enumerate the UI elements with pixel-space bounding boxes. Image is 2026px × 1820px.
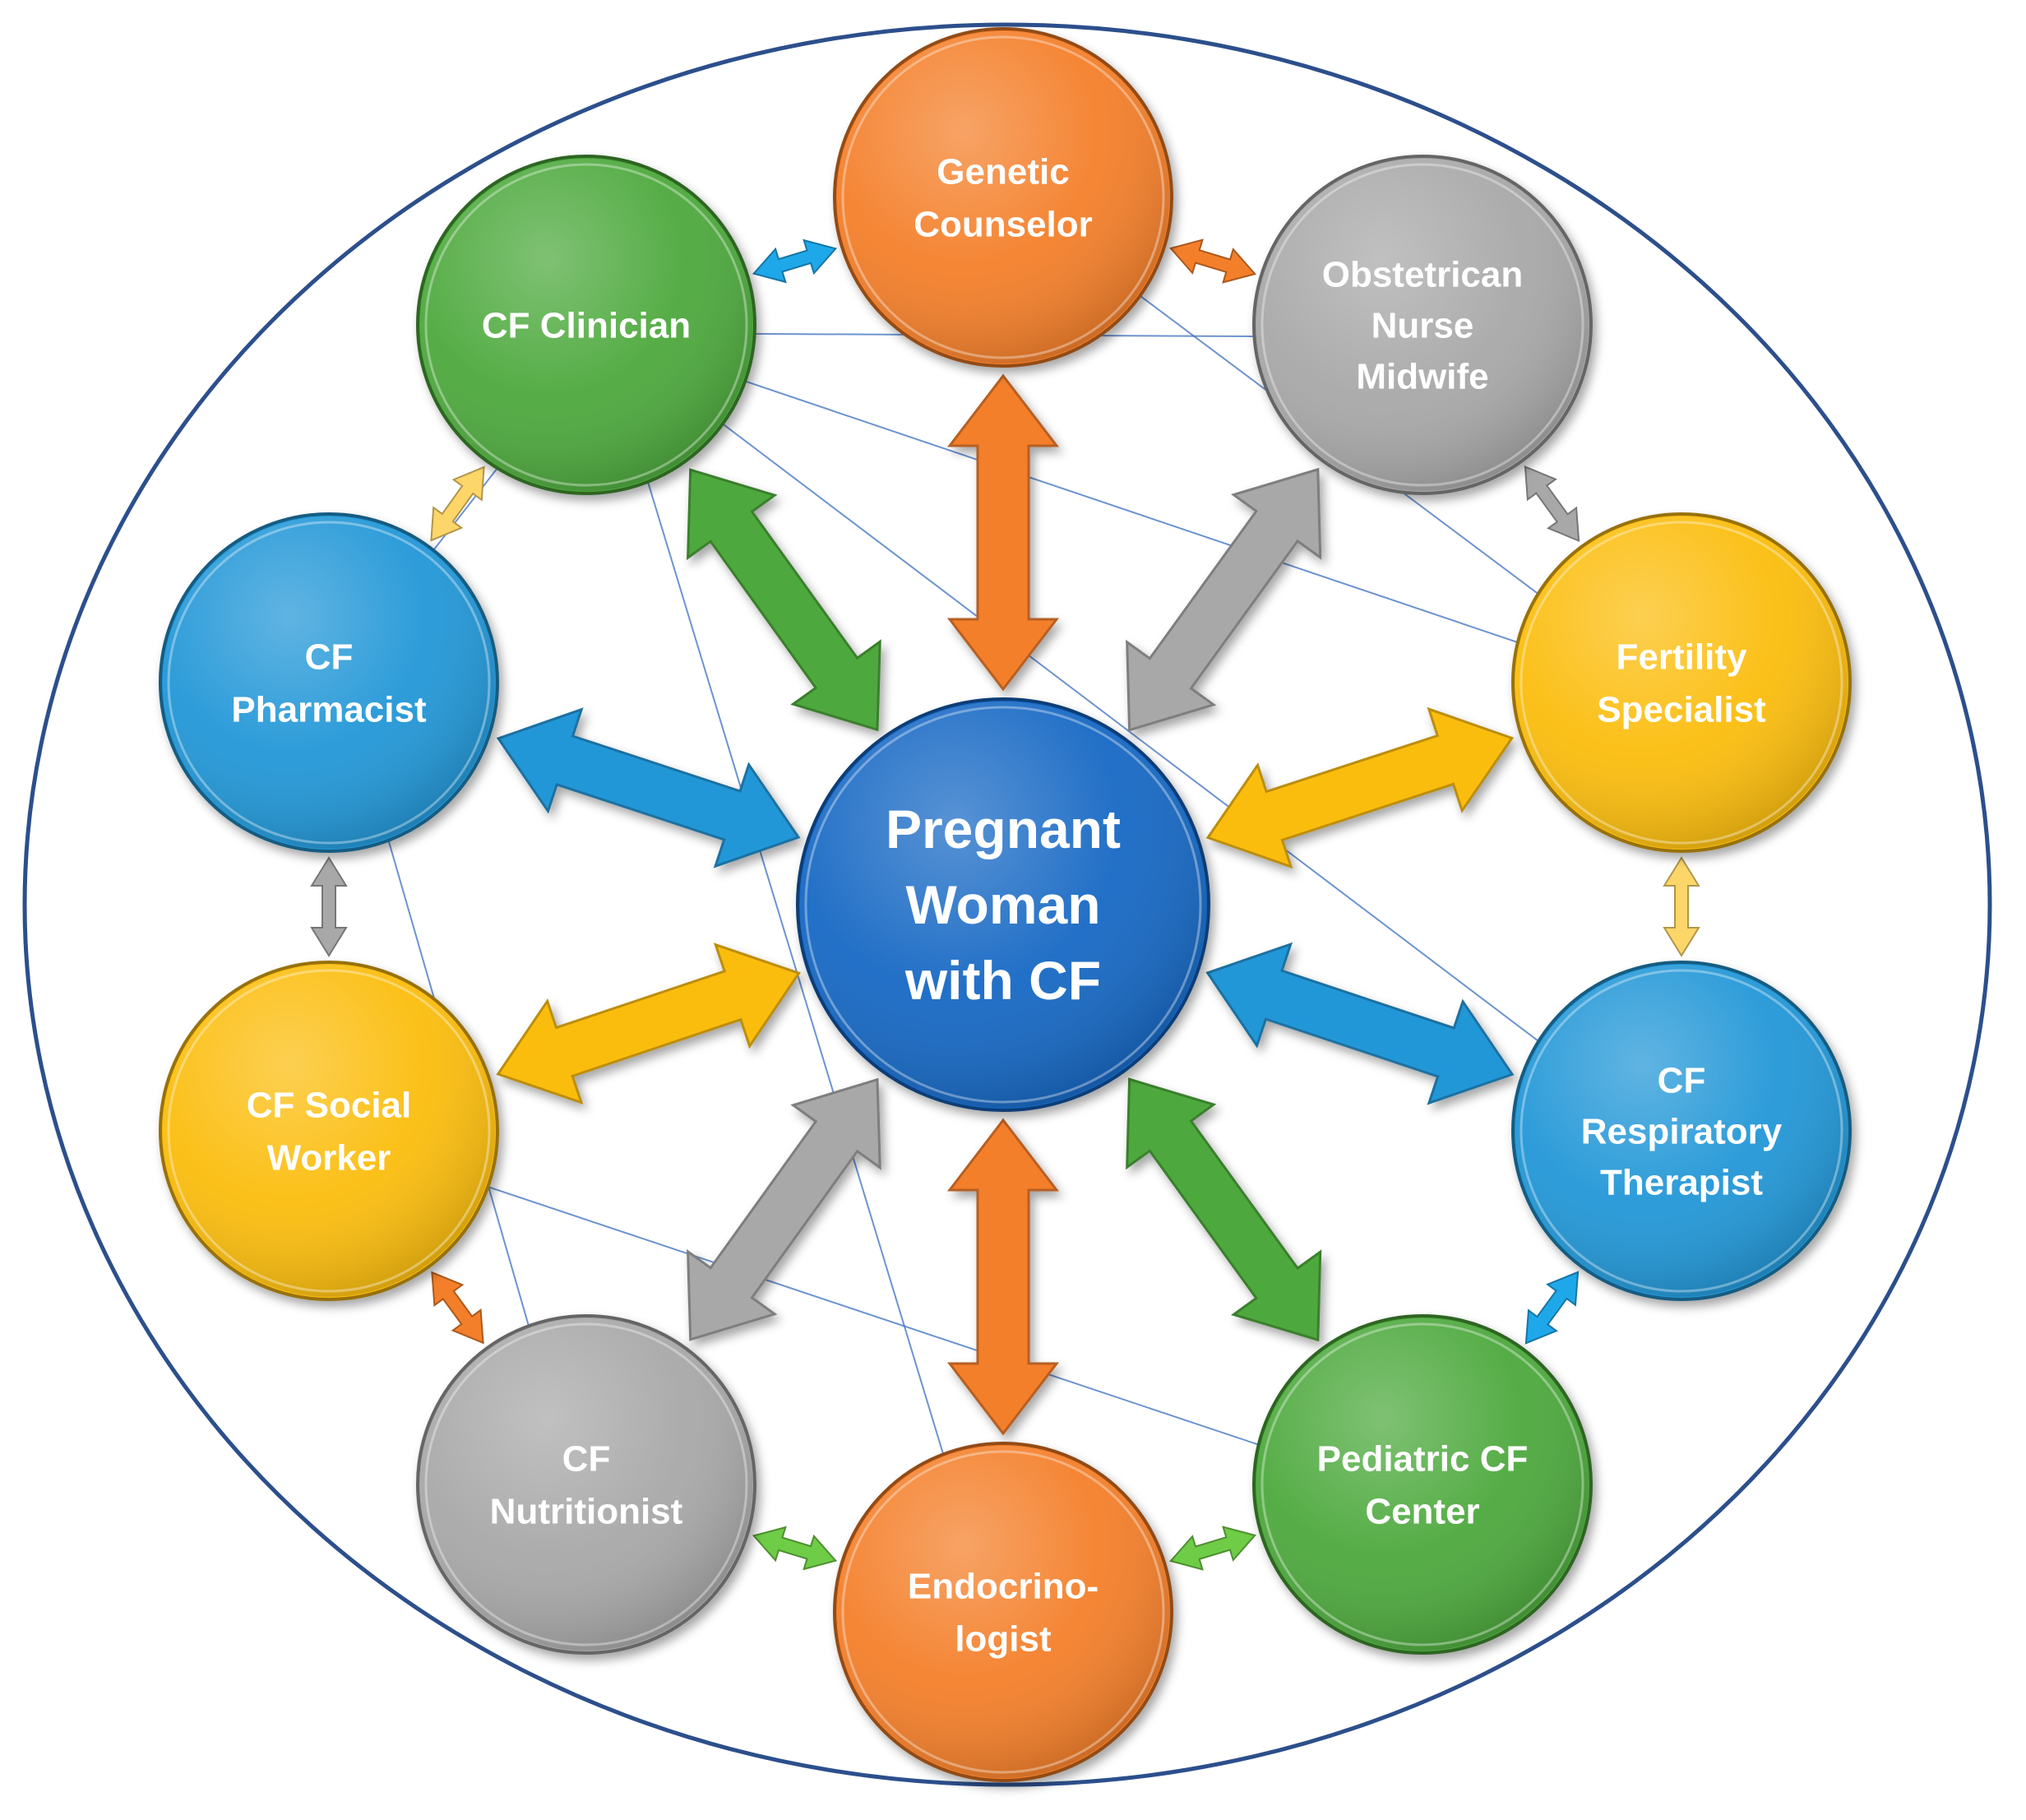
ring-arrow	[752, 1526, 838, 1571]
hub-arrow-fertility-specialist	[1205, 706, 1515, 869]
node-cf-pharmacist-label: CF	[305, 637, 354, 677]
node-pediatric-cf-center-label: Pediatric CF	[1317, 1438, 1529, 1479]
node-endocrinologist-label: Endocrino-	[908, 1566, 1099, 1606]
connector-line	[602, 332, 1674, 1144]
node-endocrinologist: Endocrino-logist	[833, 1442, 1173, 1782]
hub-arrow-pediatric-cf-center	[1126, 1077, 1322, 1342]
role-nodes: GeneticCounselorObstetricanNurseMidwifeF…	[159, 27, 1852, 1782]
node-cf-social-worker-label: CF Social	[247, 1085, 412, 1125]
node-cf-respiratory-therapist-label: Therapist	[1600, 1162, 1763, 1202]
hub-arrow-cf-nutritionist	[687, 1077, 881, 1341]
node-cf-nutritionist-label: CF	[562, 1438, 611, 1479]
connector-line	[602, 332, 1674, 696]
hub-arrow-cf-clinician	[687, 468, 881, 732]
node-cf-respiratory-therapist-label: Respiratory	[1581, 1111, 1783, 1151]
ring-arrow	[1663, 856, 1700, 957]
node-obstetrician-label: Midwife	[1356, 356, 1488, 396]
ring-arrow	[431, 1271, 484, 1345]
connector-line	[345, 1138, 1415, 1498]
hub-arrow-genetic-counselor	[946, 373, 1060, 692]
ring-arrow	[1524, 465, 1580, 543]
node-fertility-specialist-label: Specialist	[1597, 689, 1766, 729]
outer-boundary-ellipse	[22, 22, 1992, 1787]
node-obstetrician-label: Obstetrican	[1322, 254, 1524, 294]
hub-arrow-obstetrician	[1126, 467, 1322, 732]
node-genetic-counselor-label: Counselor	[914, 204, 1093, 244]
node-cf-nutritionist: CF Nutritionist	[416, 1314, 756, 1655]
node-cf-social-worker-label: Worker	[267, 1137, 391, 1178]
ring-arrow	[310, 856, 348, 957]
node-cf-pharmacist-label: Pharmacist	[231, 689, 427, 729]
connector-line	[602, 332, 996, 1625]
node-pregnant-woman-with-cf-label: with CF	[904, 950, 1101, 1011]
node-pregnant-woman-with-cf-label: Woman	[905, 874, 1100, 935]
node-cf-nutritionist-label: Nutritionist	[490, 1491, 683, 1531]
hub-arrow-cf-pharmacist	[496, 707, 801, 868]
node-pediatric-cf-center-label: Center	[1365, 1491, 1479, 1531]
ring-arrow	[752, 238, 838, 284]
node-cf-pharmacist: CF Pharmacist	[159, 512, 499, 853]
node-pregnant-woman-with-cf-label: Pregnant	[886, 799, 1121, 859]
ring-arrow	[1168, 238, 1257, 284]
node-pediatric-cf-center: Pediatric CF Center	[1252, 1314, 1593, 1655]
hub-arrow-cf-respiratory-therapist	[1205, 942, 1515, 1105]
node-cf-clinician: CF Clinician	[416, 155, 756, 495]
hub-arrows	[496, 373, 1515, 1436]
ring-arrow	[430, 465, 485, 542]
hub-arrow-cf-social-worker	[496, 942, 801, 1105]
ring-arrow	[1168, 1526, 1257, 1571]
ring-arrow	[1524, 1271, 1580, 1345]
node-fertility-specialist-label: Fertility	[1617, 637, 1747, 677]
node-cf-clinician-label: CF Clinician	[482, 305, 691, 345]
node-obstetrician-label: Nurse	[1371, 305, 1474, 345]
node-genetic-counselor-label: Genetic	[937, 151, 1069, 192]
ring-arrows	[310, 238, 1700, 1571]
node-cf-respiratory-therapist-label: CF	[1658, 1060, 1706, 1100]
node-endocrinologist-label: logist	[955, 1619, 1052, 1659]
hub-arrow-endocrinologist	[946, 1118, 1060, 1436]
